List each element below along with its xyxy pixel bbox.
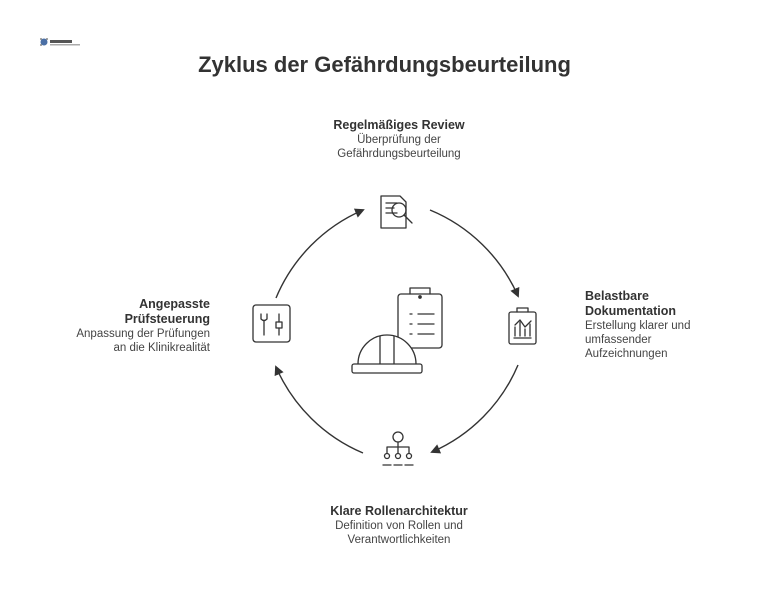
step-review-title: Regelmäßiges Review — [333, 118, 465, 132]
tools-icon — [252, 304, 291, 343]
logo — [40, 38, 80, 46]
step-pruefsteuerung: Angepasste Prüfsteuerung Anpassung der P… — [40, 297, 210, 355]
document-search-icon — [380, 195, 413, 229]
step-review: Regelmäßiges Review Überprüfung der Gefä… — [284, 118, 514, 161]
step-dokumentation: Belastbare Dokumentation Erstellung klar… — [585, 289, 735, 361]
arrow-review-to-dokumentation — [429, 209, 520, 298]
arrow-pruefsteuerung-to-review — [275, 208, 365, 299]
hard-hat-clipboard-icon — [351, 287, 443, 374]
step-rollen-desc-line: Verantwortlichkeiten — [347, 534, 451, 546]
step-rollen: Klare Rollenarchitektur Definition von R… — [284, 504, 514, 547]
step-pruefsteuerung-title-line: Prüfsteuerung — [124, 312, 210, 326]
step-dokumentation-desc-line: Aufzeichnungen — [585, 348, 668, 360]
clipboard-chart-icon — [508, 307, 537, 345]
step-dokumentation-title-line: Belastbare — [585, 289, 649, 303]
step-dokumentation-desc-line: umfassender — [585, 334, 652, 346]
arrow-rollen-to-pruefsteuerung — [274, 365, 364, 454]
step-rollen-desc-line: Definition von Rollen und — [335, 520, 463, 532]
step-pruefsteuerung-desc-line: an die Klinikrealität — [113, 342, 210, 354]
step-pruefsteuerung-title-line: Angepasste — [139, 297, 210, 311]
arrow-dokumentation-to-rollen — [430, 364, 519, 454]
diagram-title: Zyklus der Gefährdungsbeurteilung — [198, 52, 571, 77]
step-review-desc-line: Gefährdungsbeurteilung — [337, 148, 461, 160]
step-dokumentation-title-line: Dokumentation — [585, 304, 676, 318]
step-pruefsteuerung-desc-line: Anpassung der Prüfungen — [76, 328, 210, 340]
step-dokumentation-desc-line: Erstellung klarer und — [585, 320, 691, 332]
step-review-desc-line: Überprüfung der — [357, 134, 441, 146]
org-hierarchy-icon — [382, 431, 414, 466]
step-rollen-title: Klare Rollenarchitektur — [330, 504, 468, 518]
